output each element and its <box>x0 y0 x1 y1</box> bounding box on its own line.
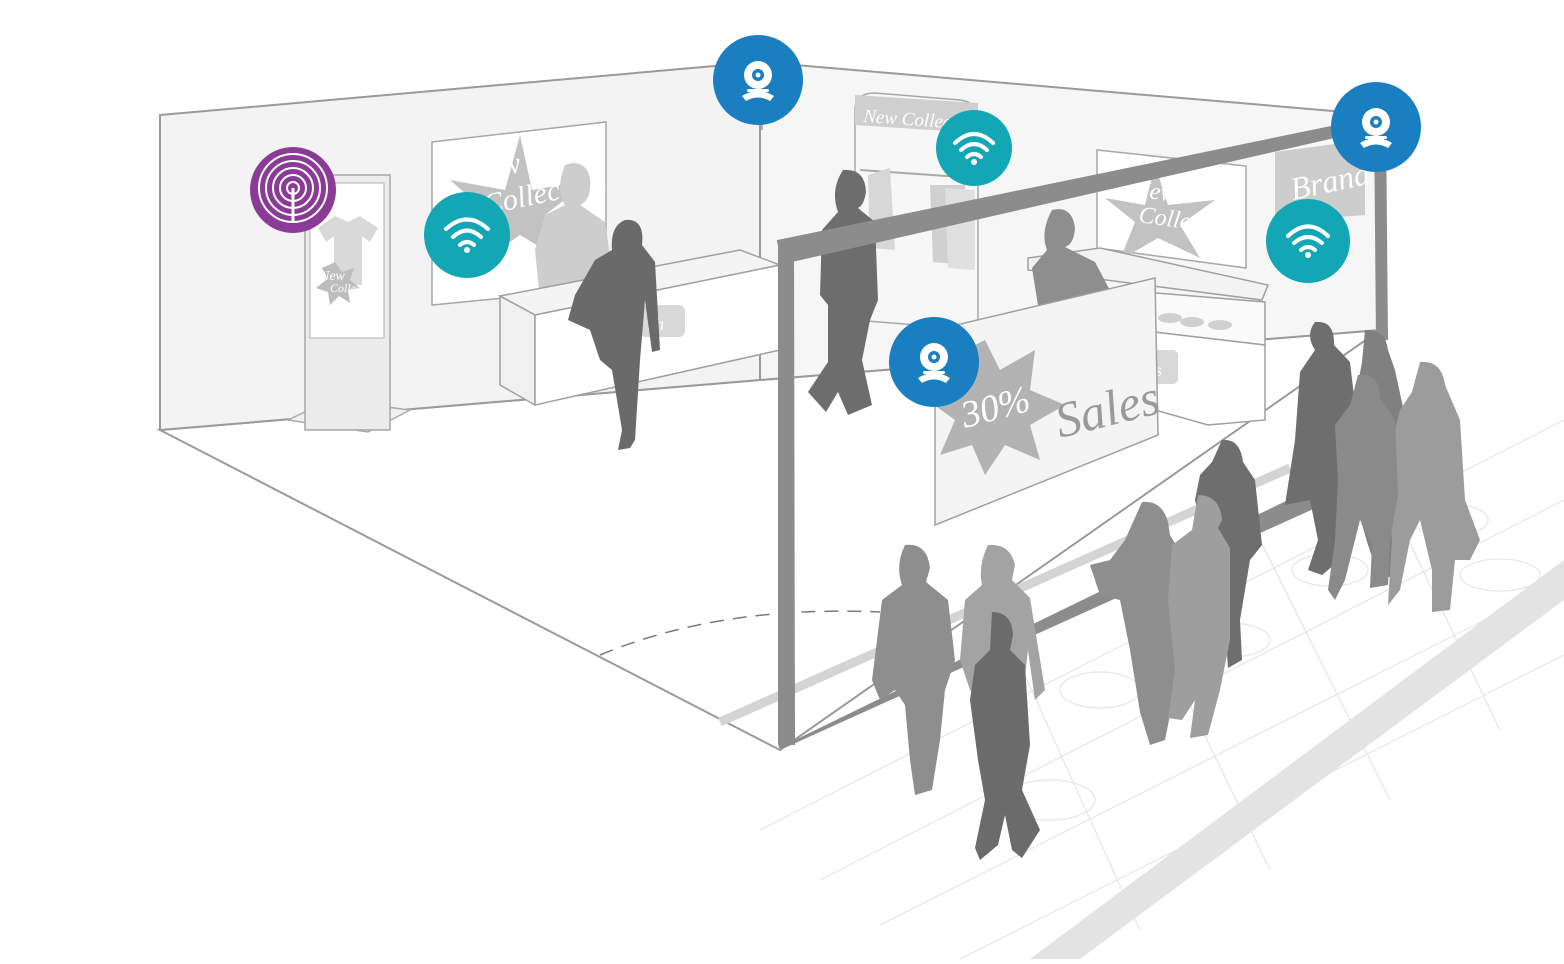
security-camera-icon <box>918 343 950 383</box>
tshirt-icon <box>318 216 378 285</box>
pedestrian <box>1385 361 1480 612</box>
curb <box>1030 560 1564 959</box>
security-camera-icon <box>1360 108 1392 148</box>
street-crowd <box>872 321 1480 860</box>
wifi-icon <box>1286 224 1330 258</box>
kiosk-text-line2: Collection <box>330 281 380 295</box>
pedestrian <box>872 544 955 795</box>
camera-badge-top[interactable] <box>713 35 803 130</box>
beacon-badge-kiosk[interactable] <box>250 147 336 233</box>
pedestrian <box>1328 374 1398 600</box>
camera-badge-storefront[interactable] <box>1331 82 1421 172</box>
woman-shopper <box>568 219 660 450</box>
wifi-badge-rack[interactable] <box>936 110 1012 186</box>
kiosk-text-line1: New <box>319 269 346 284</box>
kiosk: New Collection <box>285 174 413 433</box>
pedestrian <box>970 612 1040 860</box>
wall-poster-right: New Collection <box>1096 149 1247 269</box>
wifi-badge-right[interactable] <box>1266 199 1350 283</box>
star-burst <box>316 262 360 305</box>
counter-right-label: s <box>1155 360 1162 380</box>
door-swing <box>599 610 881 656</box>
wifi-icon <box>953 132 995 165</box>
pedestrian <box>1090 501 1190 745</box>
beacon-icon <box>258 153 328 223</box>
camera-badge-entrance[interactable] <box>889 317 979 407</box>
wifi-badge-left[interactable] <box>424 192 510 278</box>
wifi-icon <box>444 217 490 253</box>
pedestrian <box>1168 495 1230 738</box>
security-camera-icon <box>742 61 774 101</box>
